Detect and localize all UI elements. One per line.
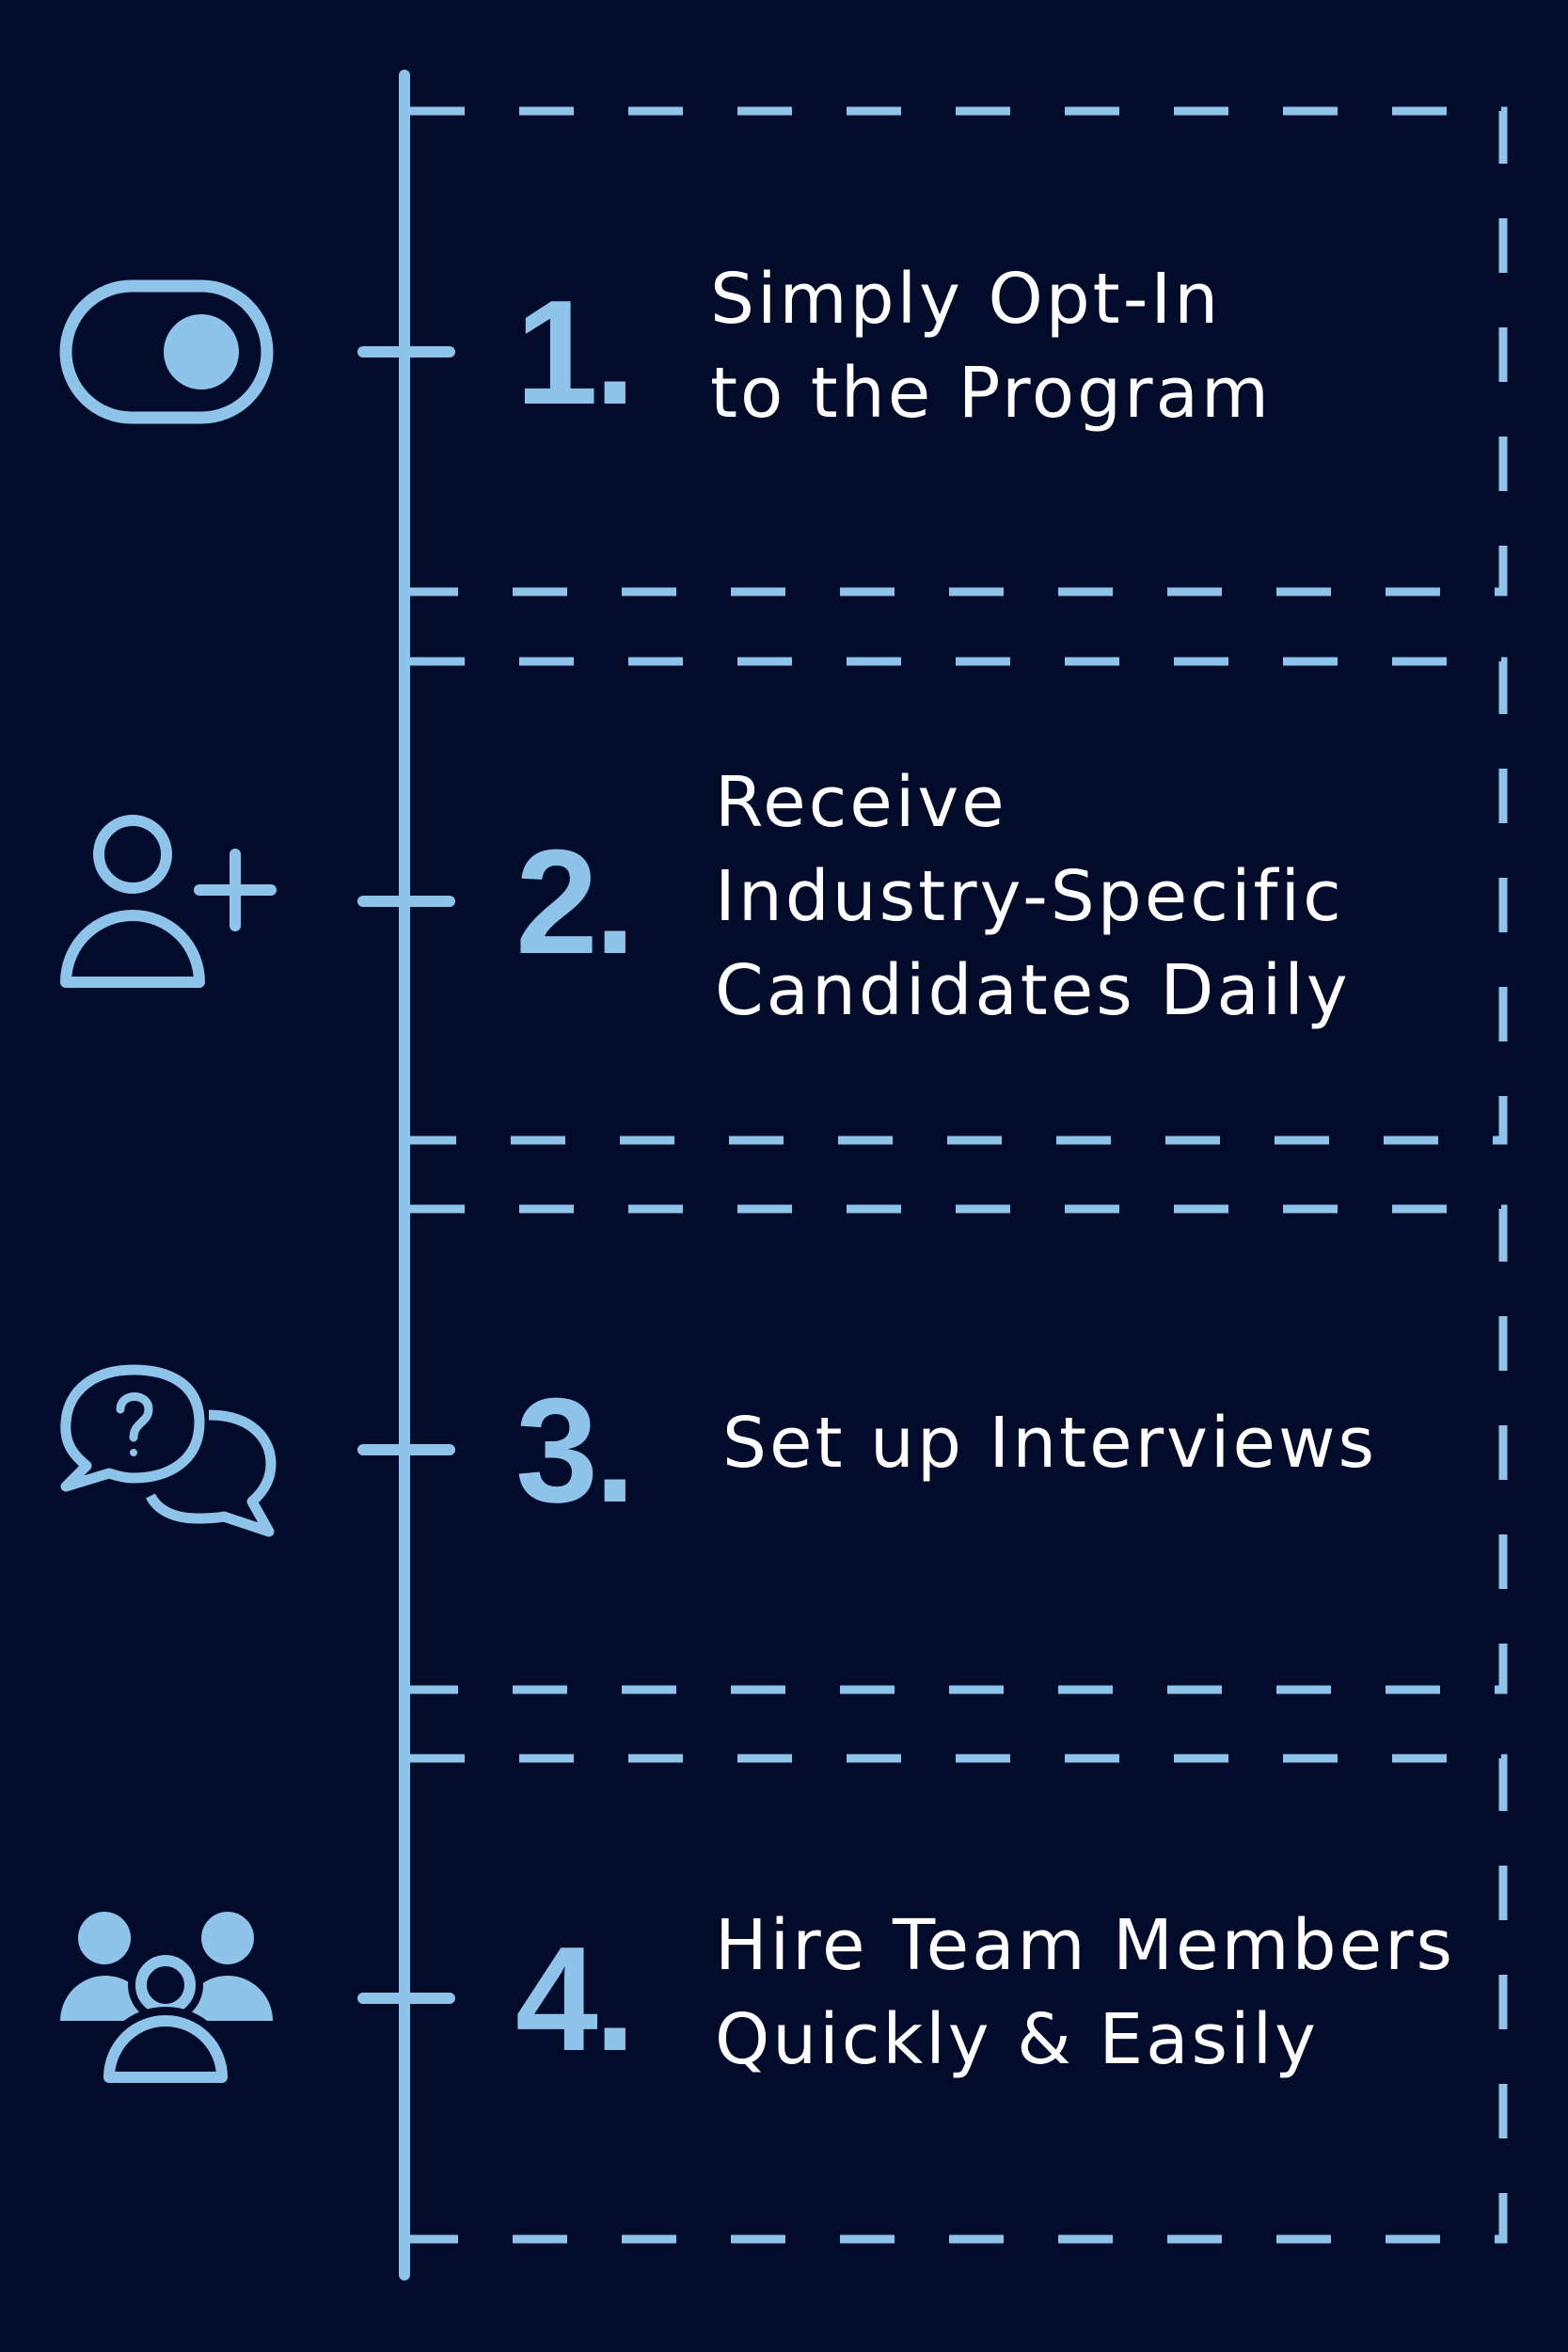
step-3-description: Set up Interviews: [722, 1396, 1377, 1490]
step-box-1: [410, 106, 1508, 596]
step-box-4: [410, 1754, 1508, 2244]
step-4-description: Hire Team Members Quickly & Easily: [715, 1899, 1455, 2087]
step-4-number: 4.: [515, 1916, 636, 2082]
step-2-line-1: Receive: [715, 762, 1007, 843]
step-2-number: 2.: [515, 819, 636, 985]
step-2-description: Receive Industry-Specific Candidates Dai…: [715, 755, 1351, 1038]
chat-question-icon: [60, 1364, 277, 1537]
step-3-line-1: Set up Interviews: [722, 1403, 1378, 1484]
add-user-icon: [60, 815, 277, 988]
step-box-3: [410, 1204, 1508, 1694]
team-icon: [60, 1912, 273, 2083]
step-4-line-1: Hire Team Members: [715, 1905, 1456, 1986]
step-2-line-3: Candidates Daily: [715, 950, 1351, 1031]
step-box-2: [410, 657, 1508, 1145]
step-1-line-1: Simply Opt-In: [710, 259, 1222, 340]
step-4-line-2: Quickly & Easily: [715, 1999, 1319, 2080]
step-2-line-2: Industry-Specific: [715, 856, 1344, 937]
step-1-number: 1.: [515, 270, 636, 436]
toggle-switch-icon: [59, 279, 274, 424]
step-1-line-2: to the Program: [710, 353, 1272, 434]
step-3-number: 3.: [515, 1368, 636, 1534]
step-1-description: Simply Opt-In to the Program: [710, 252, 1272, 440]
